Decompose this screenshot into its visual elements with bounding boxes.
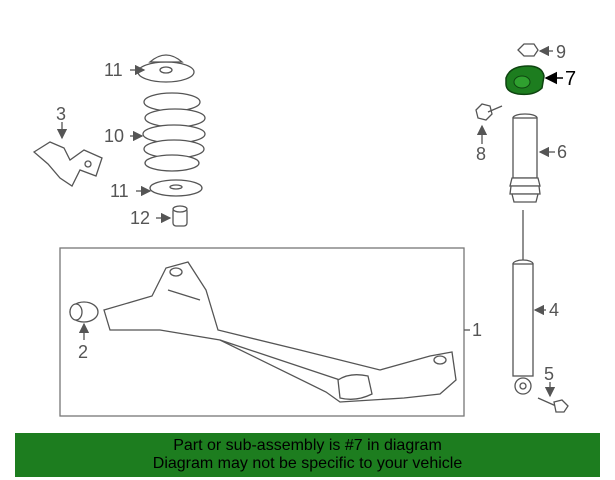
callout-labels: 11 10 11 12 3 9 7 8 6 4 5 2 1 — [56, 42, 576, 384]
callout-2: 2 — [78, 342, 88, 362]
callout-10: 10 — [104, 126, 124, 146]
part-4-shock-absorber[interactable] — [512, 210, 534, 395]
callout-9: 9 — [556, 42, 566, 62]
part-6-dust-boot[interactable] — [509, 113, 541, 203]
callout-5: 5 — [544, 364, 554, 384]
part-5-bolt[interactable] — [537, 397, 569, 413]
part-7-mount[interactable] — [505, 65, 545, 96]
callout-8: 8 — [476, 144, 486, 164]
part-11-lower-seat[interactable] — [149, 179, 203, 197]
part-11-upper-seat[interactable] — [137, 54, 195, 83]
part-2-bushing[interactable] — [69, 301, 99, 323]
part-10-coil-spring[interactable] — [142, 92, 206, 172]
part-1-axle-beam[interactable] — [103, 261, 457, 403]
callout-11-upper: 11 — [104, 60, 123, 80]
axle-frame-box — [59, 247, 465, 417]
banner-line-2: Diagram may not be specific to your vehi… — [152, 455, 463, 472]
callout-6: 6 — [557, 142, 567, 162]
callout-3: 3 — [56, 104, 66, 124]
part-9-nut[interactable] — [517, 43, 539, 57]
callout-11-lower: 11 — [110, 181, 129, 201]
part-8-bolt[interactable] — [475, 103, 503, 121]
part-3-bracket[interactable] — [32, 141, 103, 187]
callout-7: 7 — [565, 68, 576, 90]
leader-lines — [56, 45, 563, 398]
callout-4: 4 — [549, 300, 559, 320]
info-banner: Part or sub-assembly is #7 in diagram Di… — [15, 433, 600, 477]
callout-12: 12 — [130, 208, 150, 228]
banner-line-1: Part or sub-assembly is #7 in diagram — [173, 437, 442, 454]
callout-1: 1 — [472, 320, 482, 340]
part-12-bump-stop[interactable] — [172, 205, 188, 227]
